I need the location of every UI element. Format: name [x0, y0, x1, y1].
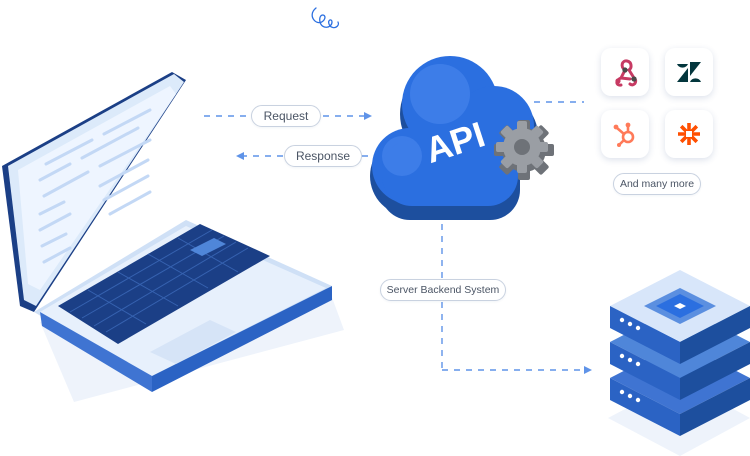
gear-icon	[494, 120, 554, 180]
response-label: Response	[284, 145, 362, 167]
request-label: Request	[251, 105, 321, 127]
integration-tile-webhooks	[601, 48, 649, 96]
backend-label: Server Backend System	[380, 279, 506, 301]
more-integrations-label: And many more	[613, 173, 701, 195]
integration-tile-zendesk	[665, 48, 713, 96]
hubspot-icon	[613, 122, 635, 147]
laptop-illustration	[2, 72, 344, 402]
squiggle-decoration	[311, 7, 340, 29]
response-arrowhead	[236, 152, 244, 160]
integration-tile-hubspot	[601, 110, 649, 158]
server-stack-illustration	[608, 270, 750, 456]
zendesk-icon	[677, 62, 701, 82]
zapier-icon	[678, 123, 700, 145]
backend-arrowhead	[584, 366, 592, 374]
request-arrowhead	[364, 112, 372, 120]
integration-tile-zapier	[665, 110, 713, 158]
webhooks-icon	[615, 59, 638, 87]
